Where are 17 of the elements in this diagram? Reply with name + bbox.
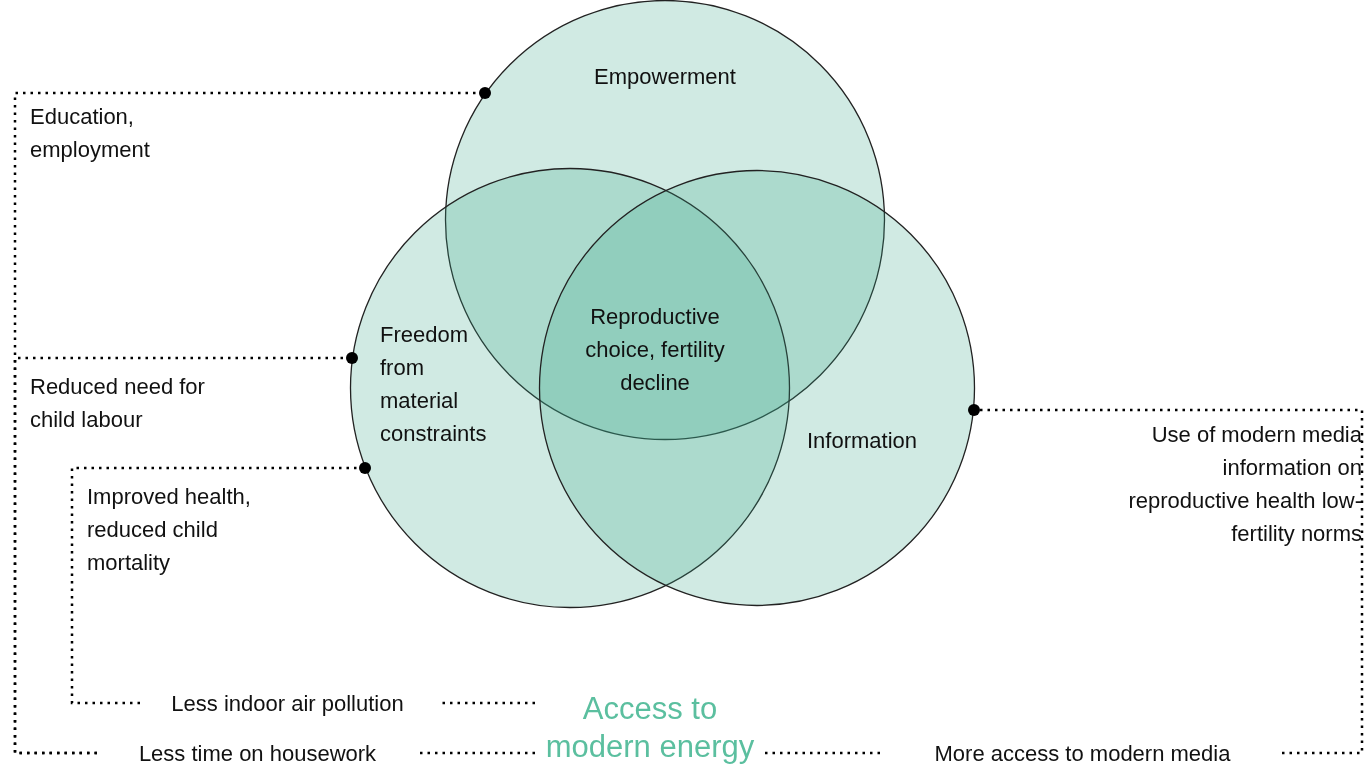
edge-label: Improved health, reduced child mortality (87, 483, 252, 577)
circle-label: Information (807, 427, 919, 455)
leader-line (13, 352, 358, 755)
edge-label: Education, employment (30, 103, 151, 164)
heading-label: Access to modern energy (535, 690, 765, 766)
region-label: Reproductive choice, fertility decline (570, 300, 740, 399)
effect-label: Less time on housework (100, 737, 415, 770)
leader-line (418, 751, 535, 755)
edge-label: Reduced need for child labour (30, 373, 206, 434)
circle-label: Freedom from material constraints (380, 321, 488, 448)
effect-label: More access to modern media (885, 737, 1280, 770)
leader-line (968, 404, 1364, 755)
leader-line (70, 462, 371, 705)
effect-label: Less indoor air pollution (140, 687, 435, 720)
edge-label: Use of modern media information on reproductive health low-fertility norms (1127, 421, 1362, 548)
circle-label: Empowerment (593, 63, 737, 91)
leader-line (765, 751, 882, 755)
